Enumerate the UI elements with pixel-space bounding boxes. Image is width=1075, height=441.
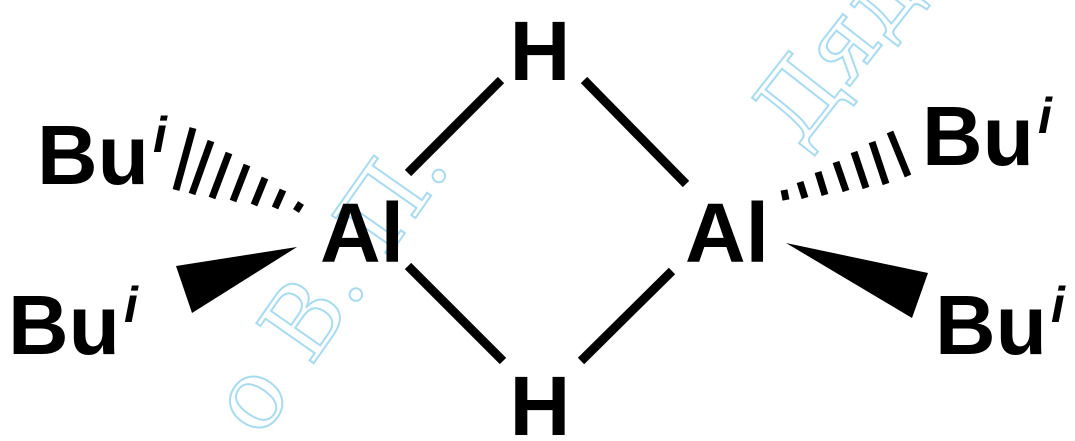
watermark-text-right: Дяд [730, 0, 940, 164]
hash-wedge-left [172, 127, 304, 213]
bond-h-bottom-al-right [577, 267, 676, 365]
atom-h-top: H [510, 4, 571, 98]
substituent-right-bottom: Bui [935, 277, 1066, 372]
atom-al-left: Al [320, 186, 404, 280]
atom-al-right: Al [685, 186, 769, 280]
substituent-right-top: Bui [922, 88, 1053, 183]
substituent-left-top: Bui [37, 107, 168, 202]
bond-al-left-h-bottom [404, 262, 507, 365]
hash-wedge-right [780, 130, 912, 201]
atom-h-bottom: H [510, 359, 571, 441]
solid-wedge-left [176, 247, 297, 313]
bridge-bonds [404, 76, 690, 365]
substituent-left-bottom: Bui [8, 277, 139, 372]
bond-h-top-al-right [580, 76, 690, 188]
solid-wedge-right [786, 243, 928, 318]
bond-al-left-h-top [404, 76, 505, 177]
